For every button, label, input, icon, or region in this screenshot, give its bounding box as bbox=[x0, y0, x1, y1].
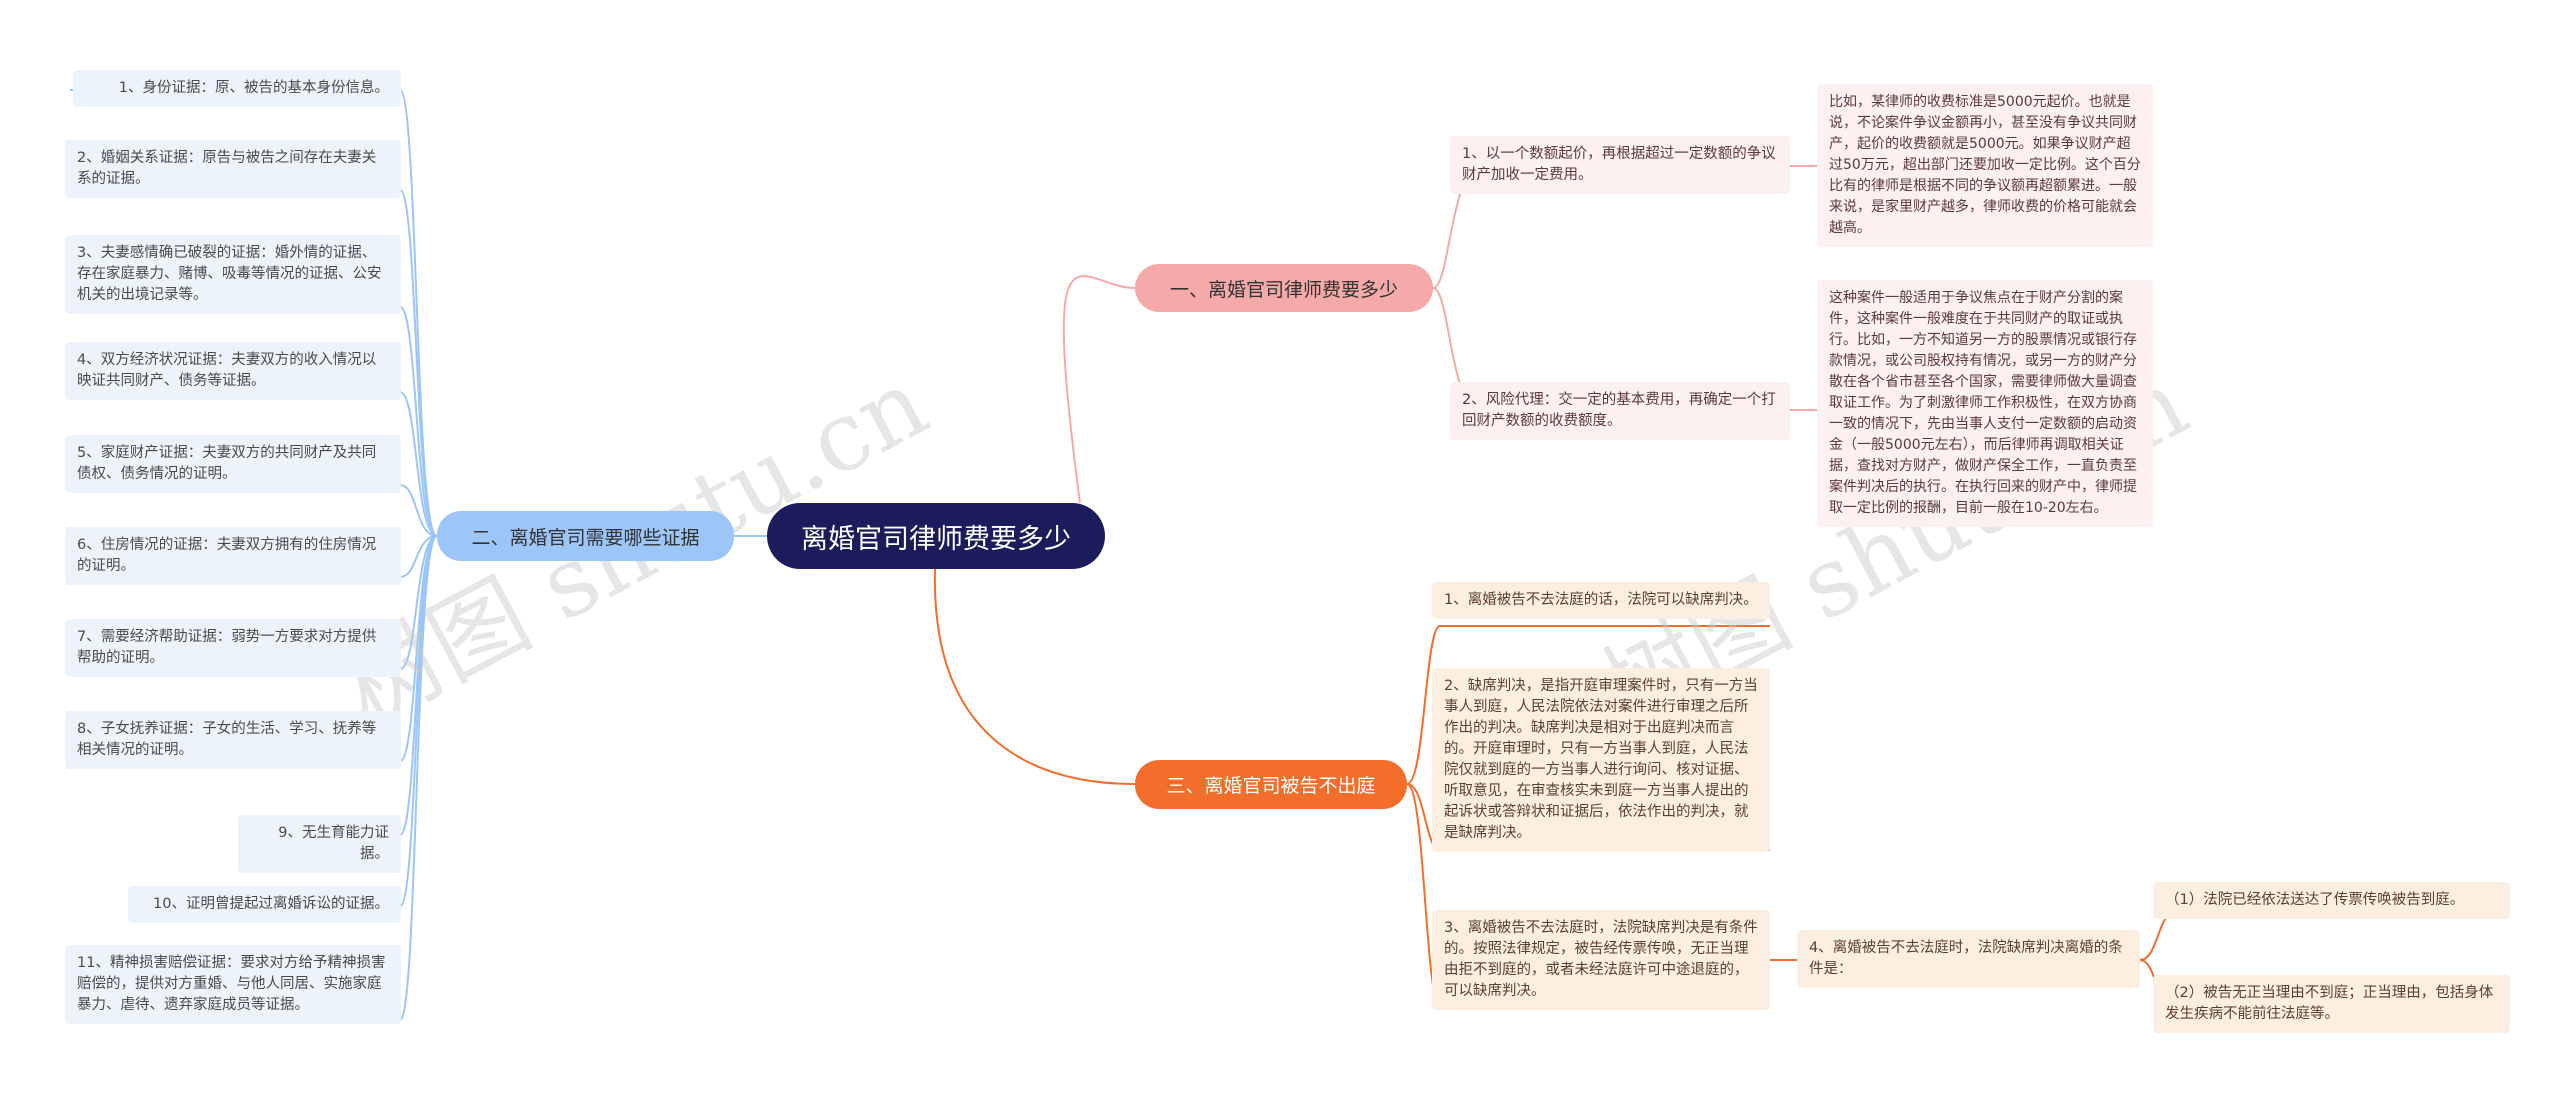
evidence-item[interactable]: 4、双方经济状况证据：夫妻双方的收入情况以映证共同财产、债务等证据。 bbox=[65, 342, 401, 400]
branch-fees[interactable]: 一、离婚官司律师费要多少 bbox=[1135, 264, 1433, 312]
absence-conditions[interactable]: 4、离婚被告不去法庭时，法院缺席判决离婚的条件是： bbox=[1797, 930, 2140, 988]
fee-detail[interactable]: 这种案件一般适用于争议焦点在于财产分割的案件，这种案件一般难度在于共同财产的取证… bbox=[1817, 280, 2153, 527]
fee-item[interactable]: 2、风险代理：交一定的基本费用，再确定一个打回财产数额的收费额度。 bbox=[1450, 382, 1790, 440]
evidence-item[interactable]: 9、无生育能力证据。 bbox=[238, 815, 401, 873]
absence-item[interactable]: 2、缺席判决，是指开庭审理案件时，只有一方当事人到庭，人民法院依法对案件进行审理… bbox=[1432, 668, 1770, 852]
branch-absence[interactable]: 三、离婚官司被告不出庭 bbox=[1135, 760, 1407, 809]
evidence-item[interactable]: 5、家庭财产证据：夫妻双方的共同财产及共同债权、债务情况的证明。 bbox=[65, 435, 401, 493]
evidence-item[interactable]: 1、身份证据：原、被告的基本身份信息。 bbox=[73, 70, 401, 107]
fee-item[interactable]: 1、以一个数额起价，再根据超过一定数额的争议财产加收一定费用。 bbox=[1450, 136, 1790, 194]
evidence-item[interactable]: 11、精神损害赔偿证据：要求对方给予精神损害赔偿的，提供对方重婚、与他人同居、实… bbox=[65, 945, 401, 1024]
absence-item[interactable]: 3、离婚被告不去法庭时，法院缺席判决是有条件的。按照法律规定，被告经传票传唤，无… bbox=[1432, 910, 1770, 1010]
absence-item[interactable]: 1、离婚被告不去法庭的话，法院可以缺席判决。 bbox=[1432, 582, 1770, 619]
condition-item[interactable]: （1）法院已经依法送达了传票传唤被告到庭。 bbox=[2153, 882, 2510, 919]
evidence-item[interactable]: 6、住房情况的证据：夫妻双方拥有的住房情况的证明。 bbox=[65, 527, 401, 585]
evidence-item[interactable]: 2、婚姻关系证据：原告与被告之间存在夫妻关系的证据。 bbox=[65, 140, 401, 198]
evidence-item[interactable]: 10、证明曾提起过离婚诉讼的证据。 bbox=[128, 886, 401, 923]
root-topic[interactable]: 离婚官司律师费要多少 bbox=[767, 503, 1105, 569]
evidence-item[interactable]: 8、子女抚养证据：子女的生活、学习、抚养等相关情况的证明。 bbox=[65, 711, 401, 769]
evidence-item[interactable]: 7、需要经济帮助证据：弱势一方要求对方提供帮助的证明。 bbox=[65, 619, 401, 677]
evidence-item[interactable]: 3、夫妻感情确已破裂的证据：婚外情的证据、存在家庭暴力、赌博、吸毒等情况的证据、… bbox=[65, 235, 401, 314]
branch-evidence[interactable]: 二、离婚官司需要哪些证据 bbox=[437, 511, 734, 561]
condition-item[interactable]: （2）被告无正当理由不到庭；正当理由，包括身体发生疾病不能前往法庭等。 bbox=[2153, 975, 2510, 1033]
fee-detail[interactable]: 比如，某律师的收费标准是5000元起价。也就是说，不论案件争议金额再小，甚至没有… bbox=[1817, 84, 2153, 247]
